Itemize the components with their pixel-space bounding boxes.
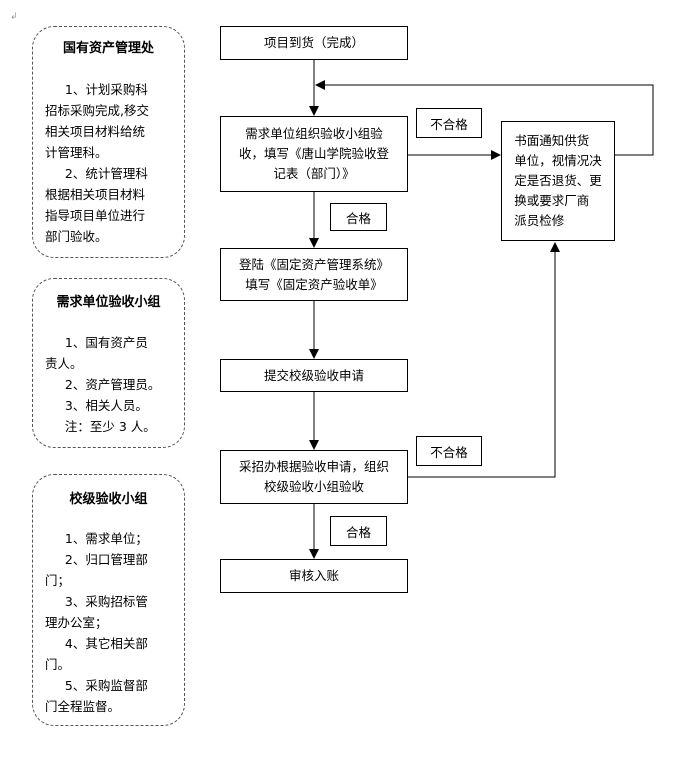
flow-step-arrival: 项目到货（完成） — [220, 26, 408, 60]
panel-asset-office-title: 国有资产管理处 — [62, 41, 154, 56]
flow-notify-supplier-text: 书面通知供货 单位，视情况决 定是否退货、更 换或要求厂商 派员检修 — [514, 133, 602, 228]
panel-school-group-item: 理办公室； — [45, 615, 108, 630]
flow-step-accounting: 审核入账 — [220, 559, 408, 593]
flow-step-school-acceptance: 采招办根据验收申请，组织 校级验收小组验收 — [220, 450, 408, 504]
flow-step-arrival-text: 项目到货（完成） — [263, 35, 364, 50]
panel-school-group-item: 2、归口管理部 — [45, 552, 148, 567]
panel-dept-group-item: 3、相关人员。 — [45, 398, 148, 413]
panel-dept-group-item: 责人。 — [45, 356, 83, 371]
panel-school-group-item: 门； — [45, 573, 71, 588]
flow-step-accounting-text: 审核入账 — [288, 568, 339, 583]
panel-dept-group-title: 需求单位验收小组 — [56, 295, 161, 310]
paragraph-mark: ↲ — [10, 12, 18, 22]
label-pass-1: 合格 — [330, 203, 387, 231]
panel-school-group: 校级验收小组 1、需求单位； 2、归口管理部 门； 3、采购招标管 理办公室； … — [32, 474, 185, 726]
flow-step-submit-request-text: 提交校级验收申请 — [263, 367, 364, 383]
panel-school-group-item: 3、采购招标管 — [45, 594, 148, 609]
panel-asset-office-item: 2、统计管理科 — [45, 166, 148, 181]
panel-asset-office-item: 招标采购完成,移交 — [45, 103, 149, 118]
flow-notify-supplier: 书面通知供货 单位，视情况决 定是否退货、更 换或要求厂商 派员检修 — [501, 121, 615, 241]
label-pass-2: 合格 — [330, 516, 387, 546]
panel-school-group-item: 门。 — [45, 657, 71, 672]
panel-school-group-item: 1、需求单位； — [45, 531, 148, 546]
panel-asset-office-item: 计管理科。 — [45, 145, 108, 160]
panel-asset-office-item: 指导项目单位进行 — [45, 208, 146, 223]
panel-dept-group-item: 1、国有资产员 — [45, 335, 148, 350]
panel-dept-group-item: 注：至少 3 人。 — [45, 419, 156, 434]
panel-asset-office-item: 部门验收。 — [45, 229, 108, 244]
arrow-notify-loop — [315, 80, 654, 156]
flow-step-asset-system-text: 登陆《固定资产管理系统》 填写《固定资产验收单》 — [238, 256, 389, 292]
panel-asset-office-item: 根据相关项目材料 — [45, 187, 146, 202]
panel-school-group-item: 门全程监督。 — [45, 699, 121, 714]
panel-school-group-item: 5、采购监督部 — [45, 678, 148, 693]
panel-asset-office: 国有资产管理处 1、计划采购科 招标采购完成,移交 相关项目材料给统 计管理科。… — [32, 26, 185, 258]
flow-step-school-acceptance-text: 采招办根据验收申请，组织 校级验收小组验收 — [238, 459, 389, 494]
panel-school-group-title: 校级验收小组 — [69, 492, 148, 507]
label-fail-2: 不合格 — [416, 436, 482, 466]
arrow-step5-notify — [407, 242, 560, 478]
panel-asset-office-item: 1、计划采购科 — [45, 82, 148, 97]
panel-asset-office-item: 相关项目材料给统 — [45, 124, 146, 139]
flow-step-asset-system: 登陆《固定资产管理系统》 填写《固定资产验收单》 — [220, 248, 408, 301]
panel-dept-group: 需求单位验收小组 1、国有资产员 责人。 2、资产管理员。 3、相关人员。 注：… — [32, 278, 185, 448]
flow-step-submit-request: 提交校级验收申请 — [220, 359, 408, 392]
flow-step-dept-acceptance: 需求单位组织验收小组验 收，填写《唐山学院验收登 记表（部门）》 — [220, 116, 408, 192]
panel-dept-group-item: 2、资产管理员。 — [45, 377, 161, 392]
panel-school-group-item: 4、其它相关部 — [45, 636, 148, 651]
flow-step-dept-acceptance-text: 需求单位组织验收小组验 收，填写《唐山学院验收登 记表（部门）》 — [238, 126, 389, 181]
label-fail-1: 不合格 — [416, 108, 482, 138]
